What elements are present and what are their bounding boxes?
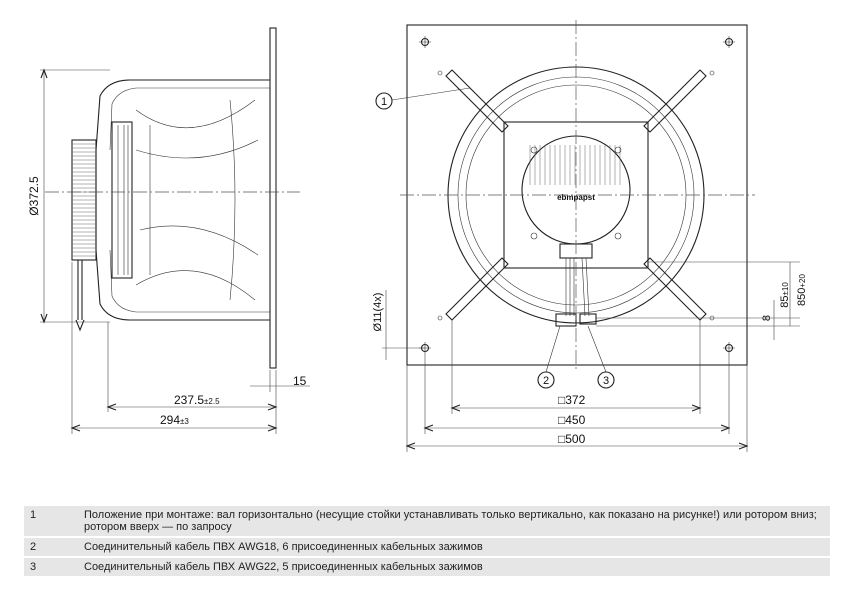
legend-row: 1 Положение при монтаже: вал горизонталь… [24,506,830,538]
front-view: ebmpapst 1 2 3 Ø11(4x) □372 [372,20,808,452]
dim-8: 8 [761,315,773,321]
legend-num: 2 [24,537,78,558]
legend-text: Соединительный кабель ПВХ AWG18, 6 присо… [78,537,830,558]
svg-text:2: 2 [543,375,549,387]
mounting-holes [419,36,735,354]
callout-1 [375,92,393,110]
dim-diameter: Ø372.5 [27,176,41,216]
side-motor [111,121,133,279]
svg-text:1: 1 [381,96,387,108]
side-cable [77,260,83,320]
legend-text: Соединительный кабель ПВХ AWG22, 5 присо… [78,557,830,578]
side-flange-plate [269,27,277,369]
legend-row: 3 Соединительный кабель ПВХ AWG22, 5 при… [24,557,830,578]
side-impeller-blades [135,99,259,301]
callout-2 [537,371,555,389]
dim-850: 850+20 [796,273,808,305]
callout-3 [597,371,615,389]
side-view: Ø372.5 15 237.5±2.5 294±3 [27,27,310,434]
legend-num: 3 [24,557,78,578]
dim-15: 15 [293,374,307,388]
front-cables [565,257,590,317]
side-housing [95,79,270,321]
svg-text:3: 3 [603,375,609,387]
technical-drawing: Ø372.5 15 237.5±2.5 294±3 [27,20,808,452]
legend-text: Положение при монтаже: вал горизонтально… [78,506,830,538]
dim-sq372: □372 [558,393,586,407]
dim-237: 237.5±2.5 [174,393,220,407]
legend-num: 1 [24,506,78,538]
support-struts [445,69,707,321]
dim-hole: Ø11(4x) [372,293,384,332]
dim-294: 294±3 [160,413,189,427]
dim-sq500: □500 [558,432,586,446]
dim-85: 85±10 [779,282,791,308]
legend-row: 2 Соединительный кабель ПВХ AWG18, 6 при… [24,537,830,558]
legend-table: 1 Положение при монтаже: вал горизонталь… [24,506,830,578]
dim-sq450: □450 [558,413,586,427]
